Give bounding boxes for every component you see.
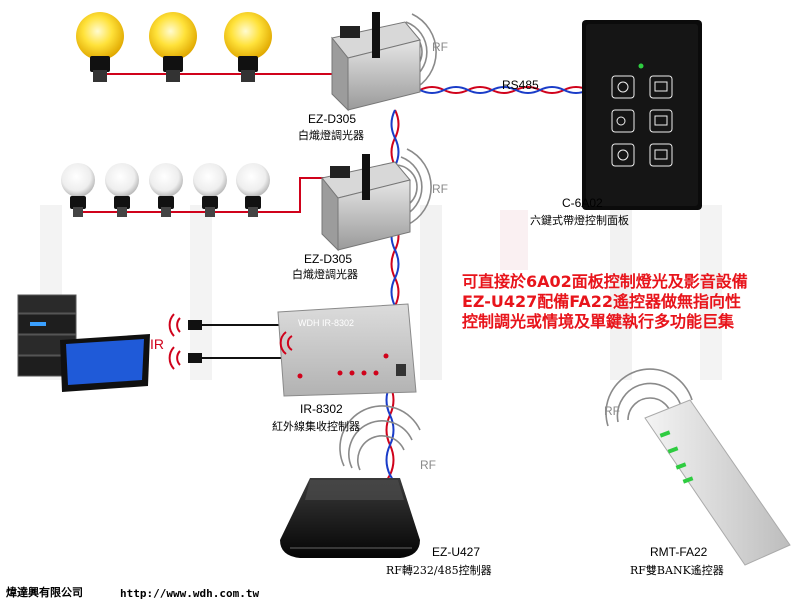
note-line-3: 控制調光或情境及單鍵執行多功能巨集 [462, 312, 735, 331]
remote-model: RMT-FA22 [650, 545, 708, 559]
dimmer-1-desc: 白熾燈調光器 [298, 129, 364, 142]
dimmer-2-model: EZ-D305 [304, 252, 353, 266]
note-line-2: EZ-U427配備FA22遙控器做無指向性 [462, 292, 742, 311]
ir-model: IR-8302 [300, 402, 343, 416]
panel-model: C-6A02 [562, 196, 603, 210]
ir-emitters [168, 313, 285, 370]
converter-desc: RF轉232/485控制器 [386, 564, 492, 577]
ir-desc: 紅外線集收控制器 [272, 420, 360, 433]
unlit-bulbs [61, 163, 270, 217]
ir-face-label: WDH IR-8302 [298, 318, 355, 328]
panel-desc: 六鍵式帶燈控制面板 [530, 214, 629, 227]
rf-label-dimmer-2: RF [432, 182, 448, 196]
footer-url[interactable]: http://www.wdh.com.tw [120, 587, 260, 600]
ir-label: IR [150, 336, 164, 352]
remote-device [644, 399, 791, 566]
av-equipment [17, 294, 150, 392]
dimmer-1-model: EZ-D305 [308, 112, 357, 126]
rs485-wire [419, 86, 589, 94]
converter-model: EZ-U427 [432, 545, 481, 559]
converter-device [280, 478, 420, 558]
footer-company: 煒達興有限公司 [6, 586, 83, 599]
remote-desc: RF雙BANK遙控器 [630, 564, 724, 577]
ir-controller-device [277, 303, 417, 397]
dimmer-2-device [321, 154, 411, 252]
rs485-label: RS485 [502, 78, 539, 92]
lit-bulbs [76, 12, 272, 82]
rf-label-dimmer-1: RF [432, 40, 448, 54]
rf-label-remote: RF [604, 404, 620, 418]
dimmer-1-device [331, 12, 421, 112]
note-line-1: 可直接於6A02面板控制燈光及影音設備 [462, 272, 748, 291]
control-panel-device [582, 20, 702, 210]
rf-label-converter: RF [420, 458, 436, 472]
rf-waves [339, 13, 693, 471]
dimmer-2-desc: 白熾燈調光器 [292, 268, 358, 281]
